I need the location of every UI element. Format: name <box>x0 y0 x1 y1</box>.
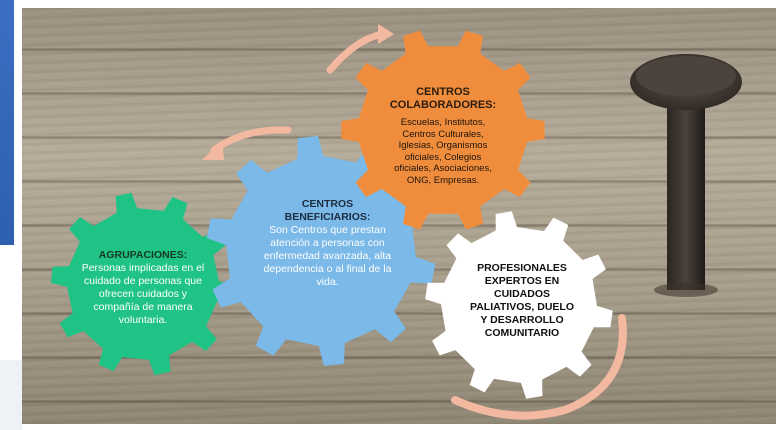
curved-arrow-icon <box>202 126 292 160</box>
colaboradores-body: Escuelas, Institutos, Centros Culturales… <box>394 117 492 186</box>
colaboradores-title: CENTROS COLABORADORES: <box>389 86 497 111</box>
agrupaciones-body: Personas implicadas en el cuidado de per… <box>81 262 205 326</box>
beneficiarios-title: CENTROS BENEFICIARIOS: <box>284 198 371 223</box>
blue-side-panel <box>0 0 14 245</box>
beneficiarios-text: CENTROS BENEFICIARIOS: Son Centros que p… <box>260 198 395 289</box>
agrupaciones-text: AGRUPACIONES: Personas implicadas en el … <box>78 249 208 327</box>
curved-arrow-icon <box>451 314 627 420</box>
gear-shape <box>51 192 235 376</box>
gear-agrupaciones <box>51 192 235 376</box>
gear-shape <box>425 211 613 399</box>
profesionales-text: PROFESIONALES EXPERTOS EN CUIDADOS PALIA… <box>466 262 578 340</box>
beneficiarios-body: Son Centros que prestan atención a perso… <box>263 224 392 288</box>
grey-side-panel <box>0 360 22 430</box>
gear-shape <box>341 30 545 230</box>
agrupaciones-title: AGRUPACIONES: <box>98 249 188 261</box>
gear-centros-colaboradores <box>341 30 545 230</box>
nail-icon <box>630 54 742 297</box>
left-edge-strip <box>0 0 22 430</box>
colaboradores-text: CENTROS COLABORADORES: Escuelas, Institu… <box>385 86 501 186</box>
curved-arrow-icon <box>326 24 394 74</box>
slide-bottom-edge <box>22 424 776 430</box>
gear-centros-beneficiarios <box>206 136 436 366</box>
gear-profesionales <box>425 211 613 399</box>
gear-shape <box>206 136 436 366</box>
profesionales-title: PROFESIONALES EXPERTOS EN CUIDADOS PALIA… <box>469 262 575 339</box>
